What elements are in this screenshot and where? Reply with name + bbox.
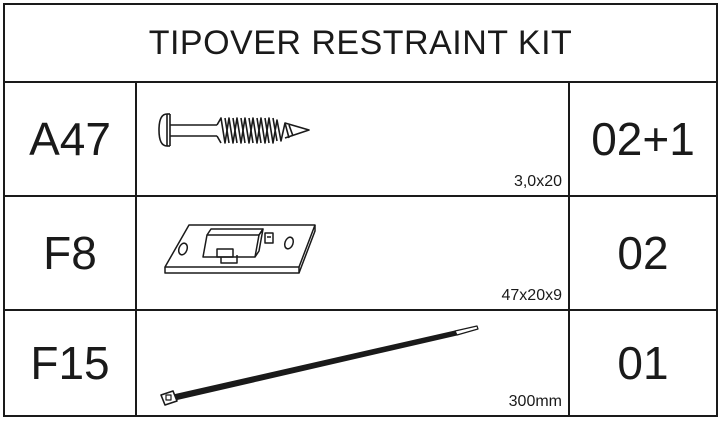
part-illustration-cell: 47x20x9 bbox=[137, 197, 568, 309]
part-illustration-cell: 300mm bbox=[137, 311, 568, 415]
part-quantity: 02 bbox=[568, 197, 716, 309]
part-code: A47 bbox=[5, 83, 137, 195]
table-row: F8 bbox=[5, 197, 716, 311]
part-code: F15 bbox=[5, 311, 137, 415]
screw-icon bbox=[158, 113, 310, 147]
part-code: F8 bbox=[5, 197, 137, 309]
part-illustration-cell: 3,0x20 bbox=[137, 83, 568, 195]
part-quantity: 02+1 bbox=[568, 83, 716, 195]
part-quantity: 01 bbox=[568, 311, 716, 415]
cable-tie-icon bbox=[160, 325, 479, 406]
part-dimension: 3,0x20 bbox=[513, 173, 562, 190]
table-row: F15 300mm 01 bbox=[5, 311, 716, 415]
table-row: A47 bbox=[5, 83, 716, 197]
part-dimension: 300mm bbox=[508, 393, 562, 410]
bracket-icon bbox=[164, 224, 316, 274]
part-dimension: 47x20x9 bbox=[501, 287, 563, 304]
kit-title: TIPOVER RESTRAINT KIT bbox=[5, 5, 716, 83]
parts-table: TIPOVER RESTRAINT KIT A47 bbox=[3, 3, 718, 417]
